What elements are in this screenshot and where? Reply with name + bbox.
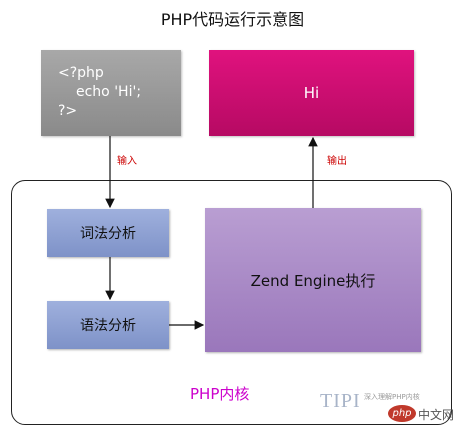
watermark-tipi: TIPI (320, 390, 361, 412)
code-line-open-tag: <?php (58, 65, 104, 81)
code-line-close-tag: ?> (58, 103, 78, 119)
php-kernel-label: PHP内核 (190, 385, 250, 403)
lexical-analysis-box: 词法分析 (47, 209, 169, 257)
output-label: 输出 (327, 156, 347, 167)
watermark-site: 中文网 (418, 408, 455, 422)
output-box: Hi (209, 50, 414, 136)
syntax-analysis-box: 语法分析 (47, 301, 169, 349)
input-label: 输入 (117, 156, 137, 167)
watermark-php-logo: php (388, 405, 416, 422)
watermark-tipi-subtitle: 深入理解PHP内核 (364, 393, 420, 401)
diagram-title: PHP代码运行示意图 (160, 10, 305, 29)
php-kernel-frame (11, 180, 452, 425)
zend-engine-box: Zend Engine执行 (205, 208, 421, 352)
code-line-echo: echo 'Hi'; (76, 84, 142, 100)
php-source-box: <?php echo 'Hi'; ?> (41, 50, 181, 136)
